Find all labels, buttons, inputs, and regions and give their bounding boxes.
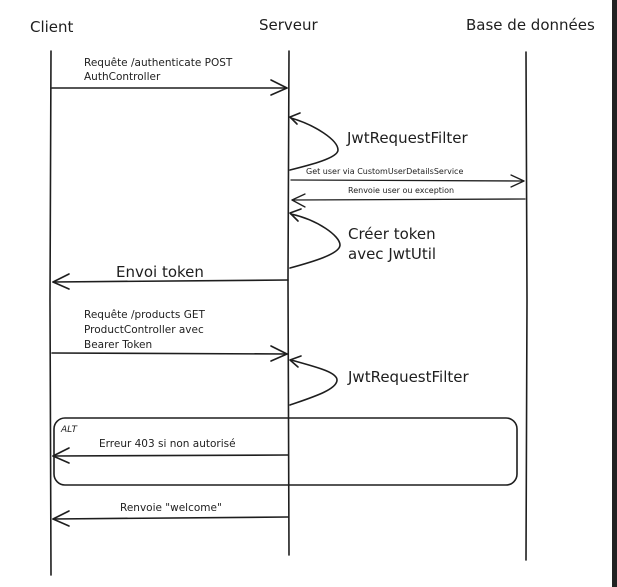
return-user-label: Renvoie user ou exception [348,186,454,195]
welcome-arrowhead [52,510,70,527]
lifeline-client [49,50,52,576]
self-loop-create-token-head [289,208,302,222]
right-edge-bar [612,0,617,587]
auth-request-arrowhead [270,79,288,96]
lifeline-serveur [287,50,290,556]
lifeline-bdd [525,51,528,561]
error-403-label: Erreur 403 si non autorisé [99,438,236,450]
welcome-label: Renvoie "welcome" [120,502,222,514]
alt-label: ALT [60,425,79,435]
participant-serveur: Serveur [259,16,319,34]
filter-1-label: JwtRequestFilter [346,129,468,147]
create-token-label-2: avec JwtUtil [348,245,436,263]
participant-client: Client [30,18,74,36]
get-user-label: Get user via CustomUserDetailsService [306,167,463,176]
send-token-arrow [52,279,289,283]
send-token-arrowhead [52,273,70,290]
get-user-arrowhead [510,174,525,188]
auth-request-label-2: AuthController [84,71,161,83]
products-request-label-1: Requête /products GET [84,309,205,321]
get-user-arrow [290,179,525,182]
alt-frame [53,417,518,486]
filter-2-label: JwtRequestFilter [347,368,469,386]
self-loop-create-token [289,213,341,269]
self-loop-filter-2 [289,359,338,406]
self-loop-filter-1-head [289,112,301,125]
products-request-arrowhead [270,345,288,362]
error-403-arrow [52,454,289,457]
products-request-label-3: Bearer Token [84,339,152,351]
products-request-arrow [51,352,288,355]
participant-bdd: Base de données [466,16,595,34]
auth-request-label-1: Requête /authenticate POST [84,57,233,69]
return-user-arrowhead [291,193,306,208]
return-user-arrow [291,198,526,201]
products-request-label-2: ProductController avec [84,324,204,336]
create-token-label-1: Créer token [348,225,436,243]
send-token-label: Envoi token [116,263,204,281]
self-loop-filter-1 [289,117,339,171]
error-403-arrowhead [52,447,70,464]
welcome-arrow [52,516,289,520]
self-loop-filter-2-head [289,355,302,368]
